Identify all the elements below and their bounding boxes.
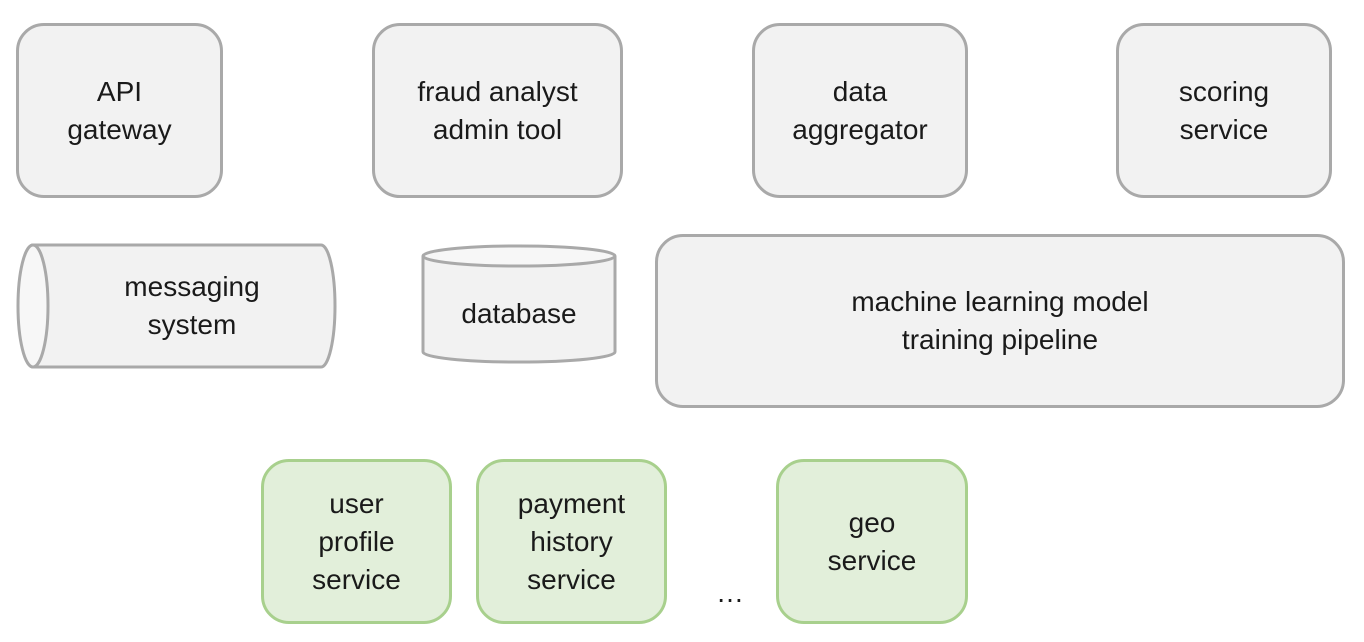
api-gateway-box: API gateway	[16, 23, 223, 198]
user-profile-service-box: user profile service	[261, 459, 452, 624]
geo-service-label: geo service	[827, 506, 917, 576]
ml-training-pipeline-box: machine learning model training pipeline	[655, 234, 1345, 408]
scoring-service-label: scoring service	[1178, 75, 1270, 145]
geo-service-box: geo service	[776, 459, 968, 624]
data-aggregator-box: data aggregator	[752, 23, 968, 198]
scoring-service-box: scoring service	[1116, 23, 1332, 198]
data-aggregator-label: data aggregator	[792, 75, 928, 145]
messaging-system-label: messaging system	[124, 271, 260, 340]
database-cylinder	[421, 244, 617, 364]
fraud-analyst-admin-tool-box: fraud analyst admin tool	[372, 23, 623, 198]
database-label: database	[461, 298, 577, 329]
payment-history-service-label: payment history service	[517, 487, 626, 595]
api-gateway-label: API gateway	[67, 75, 172, 145]
fraud-analyst-admin-tool-label: fraud analyst admin tool	[417, 75, 578, 145]
messaging-system-cylinder	[16, 243, 337, 369]
payment-history-service-box: payment history service	[476, 459, 667, 624]
ml-training-pipeline-label: machine learning model training pipeline	[851, 286, 1149, 355]
user-profile-service-label: user profile service	[312, 487, 401, 595]
more-services-ellipsis: …	[716, 577, 744, 608]
